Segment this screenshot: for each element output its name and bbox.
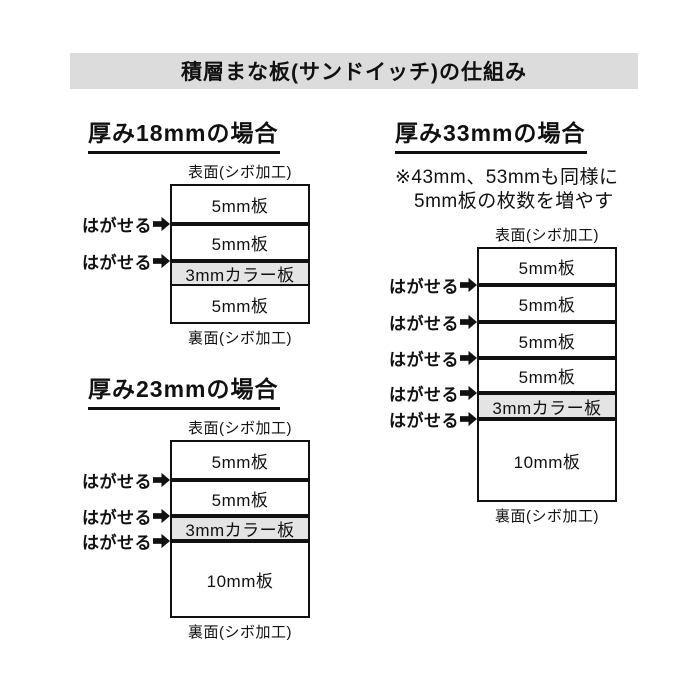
peel-separator: はがせる — [389, 412, 615, 431]
peel-label-text: はがせる — [82, 472, 152, 492]
diagram-23mm: 厚み23mmの場合 表面(シボ加工) 5mm板 はがせる 5mm板 はがせる 3… — [82, 375, 360, 642]
front-face-label: 表面(シボ加工) — [495, 227, 599, 244]
page-title: 積層まな板(サンドイッチ)の仕組み — [181, 61, 527, 84]
layer-5mm: 5mm板 — [211, 235, 269, 254]
peel-arrow-icon — [153, 253, 170, 269]
peel-separator: はがせる — [82, 509, 308, 528]
peel-arrow-icon — [153, 533, 170, 549]
peel-label: はがせる — [389, 381, 477, 406]
peel-label: はがせる — [82, 529, 170, 554]
peel-separator: はがせる — [389, 315, 615, 334]
back-face-label: 裏面(シボ加工) — [495, 508, 599, 525]
peel-arrow-icon — [460, 411, 477, 427]
peel-separator: はがせる — [82, 217, 308, 236]
peel-arrow-icon — [153, 216, 170, 232]
peel-arrow-icon — [460, 314, 477, 330]
layer-5mm: 5mm板 — [211, 452, 269, 472]
peel-label-text: はがせる — [389, 350, 459, 370]
peel-separator: はがせる — [389, 386, 615, 405]
layer-5mm: 5mm板 — [211, 490, 269, 510]
layer-3mm-color: 3mmカラー板 — [172, 518, 308, 540]
layer-3mm-color: 3mmカラー板 — [479, 395, 615, 418]
peel-label-text: はがせる — [82, 253, 152, 273]
note-line-2: 5mm板の枚数を増やす — [414, 191, 614, 212]
diagram-18mm-heading: 厚み18mmの場合 — [88, 119, 281, 154]
front-face-label: 表面(シボ加工) — [188, 420, 292, 437]
layer-10mm: 10mm板 — [513, 453, 581, 472]
peel-label-text: はがせる — [389, 277, 459, 297]
note: ※43mm、53mmも同様に 5mm板の枚数を増やす — [395, 166, 667, 214]
peel-label-text: はがせる — [82, 508, 152, 528]
peel-label: はがせる — [82, 249, 170, 274]
peel-label: はがせる — [82, 504, 170, 529]
back-face-label: 裏面(シボ加工) — [188, 330, 292, 347]
layer-5mm: 5mm板 — [211, 196, 269, 216]
peel-label: はがせる — [389, 407, 477, 432]
peel-label-text: はがせる — [389, 411, 459, 431]
peel-label-text: はがせる — [389, 314, 459, 334]
peel-separator: はがせる — [389, 278, 615, 297]
peel-label: はがせる — [82, 212, 170, 237]
peel-separator: はがせる — [82, 254, 308, 273]
back-face-label: 裏面(シボ加工) — [188, 624, 292, 641]
peel-label-text: はがせる — [82, 216, 152, 236]
peel-label-text: はがせる — [389, 385, 459, 405]
layer-5mm: 5mm板 — [518, 296, 576, 315]
diagram-18mm: 厚み18mmの場合 表面(シボ加工) 5mm板 はがせる 5mm板 はがせる 3… — [82, 119, 360, 348]
peel-label: はがせる — [389, 273, 477, 298]
title-banner: 積層まな板(サンドイッチ)の仕組み — [70, 53, 638, 89]
peel-separator: はがせる — [82, 473, 308, 492]
layer-10mm: 10mm板 — [206, 572, 274, 591]
peel-label-text: はがせる — [82, 533, 152, 553]
board-stack-18mm: 5mm板 はがせる 5mm板 はがせる 3mmカラー板 5mm板 — [82, 184, 310, 324]
diagram-33mm: 厚み33mmの場合 ※43mm、53mmも同様に 5mm板の枚数を増やす 表面(… — [389, 119, 667, 526]
layer-5mm: 5mm板 — [518, 258, 576, 278]
glue-separator — [172, 284, 308, 286]
peel-label: はがせる — [82, 468, 170, 493]
peel-arrow-icon — [460, 385, 477, 401]
layer-3mm-color: 3mmカラー板 — [172, 263, 308, 285]
board-stack-33mm: 5mm板 はがせる 5mm板 はがせる 5mm板 はがせる — [389, 247, 617, 502]
peel-arrow-icon — [153, 472, 170, 488]
peel-arrow-icon — [460, 277, 477, 293]
peel-separator: はがせる — [389, 351, 615, 370]
layer-5mm: 5mm板 — [211, 296, 269, 316]
front-face-label: 表面(シボ加工) — [188, 164, 292, 181]
note-line-1: ※43mm、53mmも同様に — [395, 167, 619, 188]
peel-separator: はがせる — [82, 534, 308, 553]
layer-5mm: 5mm板 — [518, 332, 576, 352]
diagram-33mm-heading: 厚み33mmの場合 — [395, 119, 588, 154]
diagram-23mm-heading: 厚み23mmの場合 — [88, 375, 281, 410]
board-stack-23mm: 5mm板 はがせる 5mm板 はがせる 3mmカラー板 はがせる — [82, 440, 310, 618]
peel-arrow-icon — [153, 508, 170, 524]
layer-5mm: 5mm板 — [518, 368, 576, 387]
peel-label: はがせる — [389, 346, 477, 371]
peel-label: はがせる — [389, 310, 477, 335]
peel-arrow-icon — [460, 350, 477, 366]
